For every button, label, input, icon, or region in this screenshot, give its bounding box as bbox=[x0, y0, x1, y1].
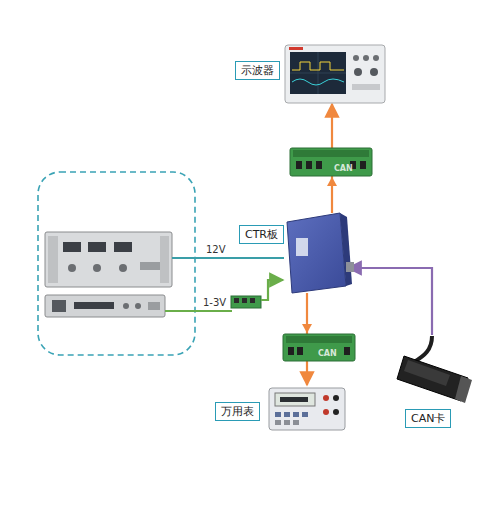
signal-wire bbox=[165, 310, 232, 312]
terminal-board bbox=[231, 296, 261, 308]
watermark: CAN bbox=[318, 348, 337, 360]
oscilloscope-node: 示波器 bbox=[285, 45, 385, 103]
multimeter-picture bbox=[269, 388, 345, 430]
arrow-head bbox=[327, 177, 337, 186]
power-supply bbox=[45, 232, 172, 287]
device-label: CAN卡 bbox=[405, 409, 451, 428]
oscilloscope-picture bbox=[285, 45, 385, 103]
connector-arrow bbox=[348, 268, 432, 335]
ctr-board-picture bbox=[287, 213, 354, 293]
relay-board bbox=[283, 334, 355, 361]
arrow-head bbox=[302, 324, 312, 333]
signal-wire bbox=[261, 280, 283, 300]
device-label: 示波器 bbox=[235, 61, 280, 80]
power-supply bbox=[45, 295, 165, 317]
voltage-label: 12V bbox=[206, 244, 226, 256]
multimeter-node: 万用表 bbox=[268, 386, 346, 432]
device-label: CTR板 bbox=[239, 225, 284, 244]
device-label: 万用表 bbox=[215, 402, 260, 421]
ctr-board-node: CTR板 bbox=[285, 213, 347, 293]
voltage-label: 1-3V bbox=[203, 297, 226, 309]
can-card-picture bbox=[397, 336, 472, 403]
can-card-node: CAN卡 bbox=[393, 335, 473, 405]
relay-board bbox=[290, 148, 372, 176]
supply-wire bbox=[172, 257, 284, 259]
group-outline bbox=[38, 172, 195, 355]
watermark: CAN bbox=[334, 163, 353, 175]
